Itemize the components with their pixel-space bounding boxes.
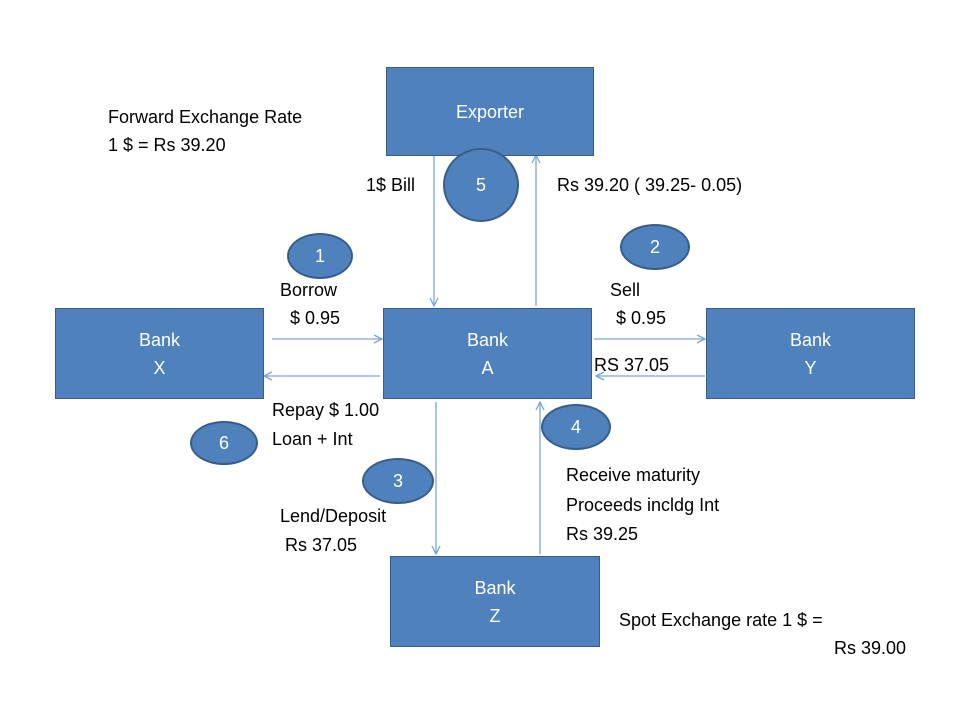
exporter-label: Exporter — [455, 101, 525, 122]
step-3-number: 3 — [392, 470, 403, 491]
exporter-payment-label: Rs 39.20 ( 39.25- 0.05) — [557, 175, 743, 195]
step-5-number: 5 — [475, 174, 486, 195]
step-2-circle: 2 — [620, 224, 690, 270]
step-5-circle: 5 — [443, 148, 519, 222]
step-1-number: 1 — [314, 245, 325, 266]
sell-label: Sell — [610, 280, 641, 300]
forward-rate-title: Forward Exchange Rate — [108, 107, 303, 127]
exporter-box: Exporter — [386, 67, 594, 156]
spot-rate-value: Rs 39.00 — [834, 638, 907, 658]
proceeds-amount-label: Rs 39.25 — [566, 524, 639, 544]
proceeds-label: Proceeds incldg Int — [566, 495, 720, 515]
loan-int-label: Loan + Int — [272, 429, 353, 449]
bank-a-box: Bank A — [383, 308, 592, 399]
borrow-label: Borrow — [280, 280, 338, 300]
bank-a-label-1: Bank — [466, 329, 509, 350]
bank-y-label-1: Bank — [789, 329, 832, 350]
repay-label: Repay $ 1.00 — [272, 400, 380, 420]
step-6-circle: 6 — [190, 421, 258, 465]
bank-z-label-1: Bank — [474, 577, 516, 598]
step-2-number: 2 — [649, 236, 660, 257]
lend-deposit-label: Lend/Deposit — [280, 506, 387, 526]
bank-x-box: Bank X — [55, 308, 264, 399]
bank-y-label-2: Y — [804, 357, 817, 378]
lend-amount-label: Rs 37.05 — [285, 535, 358, 555]
forward-rate-value: 1 $ = Rs 39.20 — [108, 135, 226, 155]
bank-x-label-1: Bank — [138, 329, 181, 350]
bill-label: 1$ Bill — [366, 175, 416, 195]
step-4-circle: 4 — [541, 404, 611, 450]
bank-z-label-2: Z — [489, 605, 501, 626]
rs-received-label: RS 37.05 — [594, 355, 670, 375]
step-4-number: 4 — [570, 416, 581, 437]
sell-amount-label: $ 0.95 — [616, 308, 667, 328]
step-3-circle: 3 — [362, 458, 434, 504]
step-1-circle: 1 — [287, 233, 353, 279]
receive-maturity-label: Receive maturity — [566, 465, 701, 485]
borrow-amount-label: $ 0.95 — [290, 308, 341, 328]
bank-y-box: Bank Y — [706, 308, 915, 399]
bank-a-label-2: A — [481, 357, 494, 378]
bank-z-box: Bank Z — [390, 556, 600, 647]
spot-rate-label: Spot Exchange rate 1 $ = — [619, 610, 823, 630]
step-6-number: 6 — [218, 432, 229, 453]
bank-x-label-2: X — [153, 357, 166, 378]
